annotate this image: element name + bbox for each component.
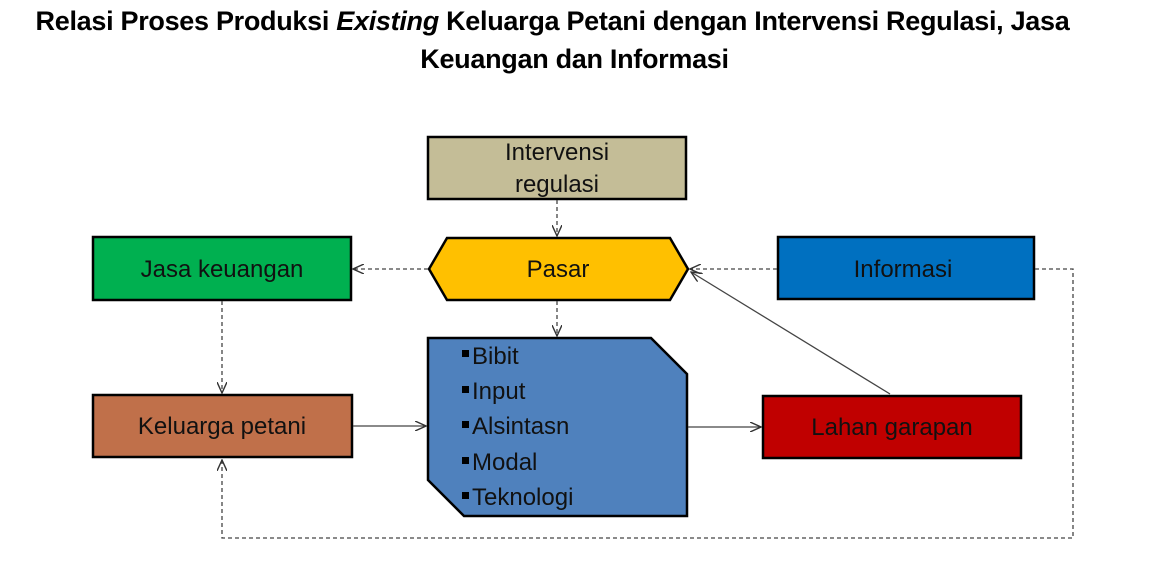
lahan-garapan-label: Lahan garapan	[811, 414, 972, 441]
bullet-icon	[462, 386, 469, 393]
pasar-shape	[427, 236, 690, 302]
connectors	[222, 200, 1074, 539]
node-intervensi-regulasi: Intervensi regulasi	[426, 135, 688, 201]
informasi-label: Informasi	[854, 256, 953, 283]
input-item: Input	[472, 378, 526, 405]
bullet-icon	[462, 421, 469, 428]
node-keluarga-petani: Keluarga petani	[91, 393, 354, 459]
diagram-title-line1: Relasi Proses Produksi Existing Keluarga…	[35, 6, 1070, 36]
input-item: Teknologi	[472, 484, 573, 511]
intervensi-label-line2: regulasi	[515, 171, 599, 198]
bullet-icon	[462, 350, 469, 357]
inputs-shape	[426, 336, 689, 518]
bullet-icon	[462, 457, 469, 464]
intervensi-box	[426, 135, 688, 201]
lahan-garapan-box	[761, 394, 1023, 460]
input-item: Alsintasn	[472, 413, 569, 440]
node-informasi: Informasi	[776, 235, 1036, 301]
node-lahan-garapan: Lahan garapan	[761, 394, 1023, 460]
jasa-keuangan-label: Jasa keuangan	[141, 256, 304, 283]
input-item: Modal	[472, 449, 537, 476]
informasi-box	[776, 235, 1036, 301]
node-jasa-keuangan: Jasa keuangan	[91, 235, 353, 302]
inputs-list: Bibit Input Alsintasn Modal Teknologi	[462, 343, 573, 511]
node-inputs: Bibit Input Alsintasn Modal Teknologi	[426, 336, 689, 518]
pasar-label: Pasar	[527, 256, 590, 283]
diagram-title-line2: Keuangan dan Informasi	[420, 44, 729, 74]
keluarga-petani-label: Keluarga petani	[138, 413, 306, 440]
jasa-keuangan-box	[91, 235, 353, 302]
node-pasar: Pasar	[427, 236, 690, 302]
input-item: Bibit	[472, 343, 519, 370]
intervensi-label-line1: Intervensi	[505, 139, 609, 166]
arrow-lahan-to-pasar	[691, 272, 891, 395]
keluarga-petani-box	[91, 393, 354, 459]
bullet-icon	[462, 492, 469, 499]
arrow-informasi-to-keluarga	[222, 268, 1074, 539]
